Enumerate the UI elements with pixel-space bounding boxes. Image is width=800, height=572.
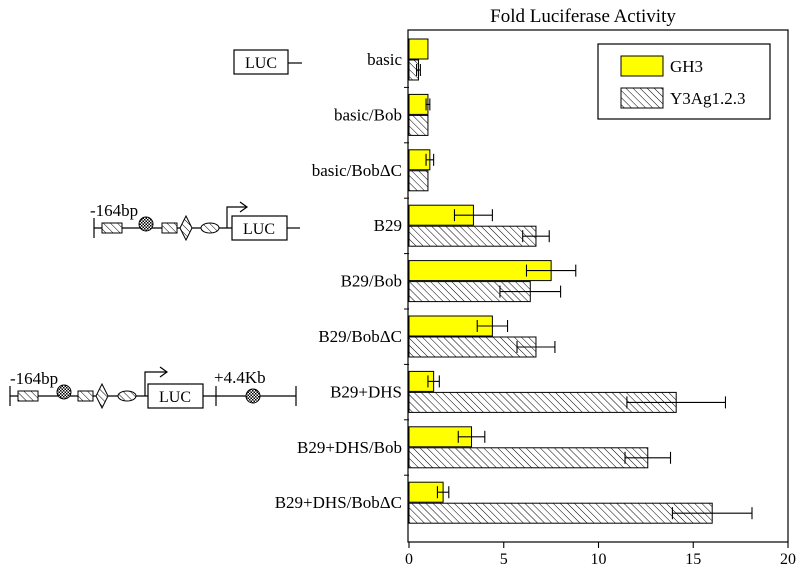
hatched-box-element <box>101 222 123 234</box>
x-tick-label: 0 <box>405 551 413 568</box>
x-tick-label: 20 <box>780 551 796 568</box>
diagram-basic: LUC <box>233 49 302 75</box>
category-label-0: basic <box>367 50 402 69</box>
diamond-element <box>179 214 193 242</box>
bar-y3ag-8 <box>408 502 713 524</box>
legend-label-gh3: GH3 <box>670 57 703 76</box>
x-tick-label: 5 <box>500 551 508 568</box>
category-label-7: B29+DHS/Bob <box>297 438 402 457</box>
category-separators <box>404 86 409 476</box>
bar-gh3-0 <box>408 38 429 60</box>
diamond-element <box>95 382 109 410</box>
legend-swatch-gh3 <box>620 55 664 77</box>
chart-title: Fold Luciferase Activity <box>490 6 676 27</box>
dhs-enhancer-label: +4.4Kb <box>214 368 266 387</box>
x-tick-label: 15 <box>685 551 701 568</box>
legend: GH3 Y3Ag1.2.3 <box>597 43 771 120</box>
category-label-2: basic/BobΔC <box>312 161 402 180</box>
dhs-promoter-label: -164bp <box>10 369 58 388</box>
category-label-5: B29/BobΔC <box>318 327 402 346</box>
bar-gh3-1 <box>408 93 429 115</box>
x-tick-label: 10 <box>591 551 607 568</box>
b29-promoter-label: -164bp <box>90 201 138 220</box>
checker-circle-element <box>245 388 261 404</box>
error-bar-group <box>416 64 753 520</box>
oval-element <box>200 222 220 234</box>
category-label-8: B29+DHS/BobΔC <box>275 493 402 512</box>
bar-y3ag-3 <box>408 225 537 247</box>
bar-y3ag-1 <box>408 114 429 136</box>
diagram-b29: -164bp LUC <box>90 201 300 242</box>
category-label-1: basic/Bob <box>334 105 402 124</box>
bar-group <box>408 38 713 524</box>
category-label-3: B29 <box>374 216 402 235</box>
tss-arrowhead <box>239 201 249 213</box>
legend-swatch-y3ag <box>620 87 664 109</box>
luc-label: LUC <box>245 55 277 72</box>
category-label-6: B29+DHS <box>330 382 402 401</box>
bar-y3ag-7 <box>408 447 649 469</box>
category-labels: basic basic/Bob basic/BobΔC B29B29/BobB29/B… <box>275 50 403 512</box>
tss-arrow <box>144 371 166 396</box>
tss-arrowhead <box>159 366 169 378</box>
checker-circle-element <box>56 384 72 400</box>
tss-arrow <box>226 206 246 228</box>
hatched-box-element-2 <box>161 222 178 234</box>
hatched-box-element-2 <box>77 390 94 402</box>
checker-circle-element <box>138 216 154 232</box>
luc-label: LUC <box>243 221 275 238</box>
x-axis: 0 5 10 15 20 <box>405 542 796 568</box>
oval-element <box>117 390 137 402</box>
diagram-b29-dhs: -164bp LUC +4.4Kb <box>9 366 297 410</box>
hatched-box-element <box>17 390 39 402</box>
bar-y3ag-2 <box>408 170 429 192</box>
category-label-4: B29/Bob <box>341 272 402 291</box>
luc-label: LUC <box>159 389 191 406</box>
legend-label-y3ag: Y3Ag1.2.3 <box>670 89 746 108</box>
luc-box <box>233 49 289 75</box>
